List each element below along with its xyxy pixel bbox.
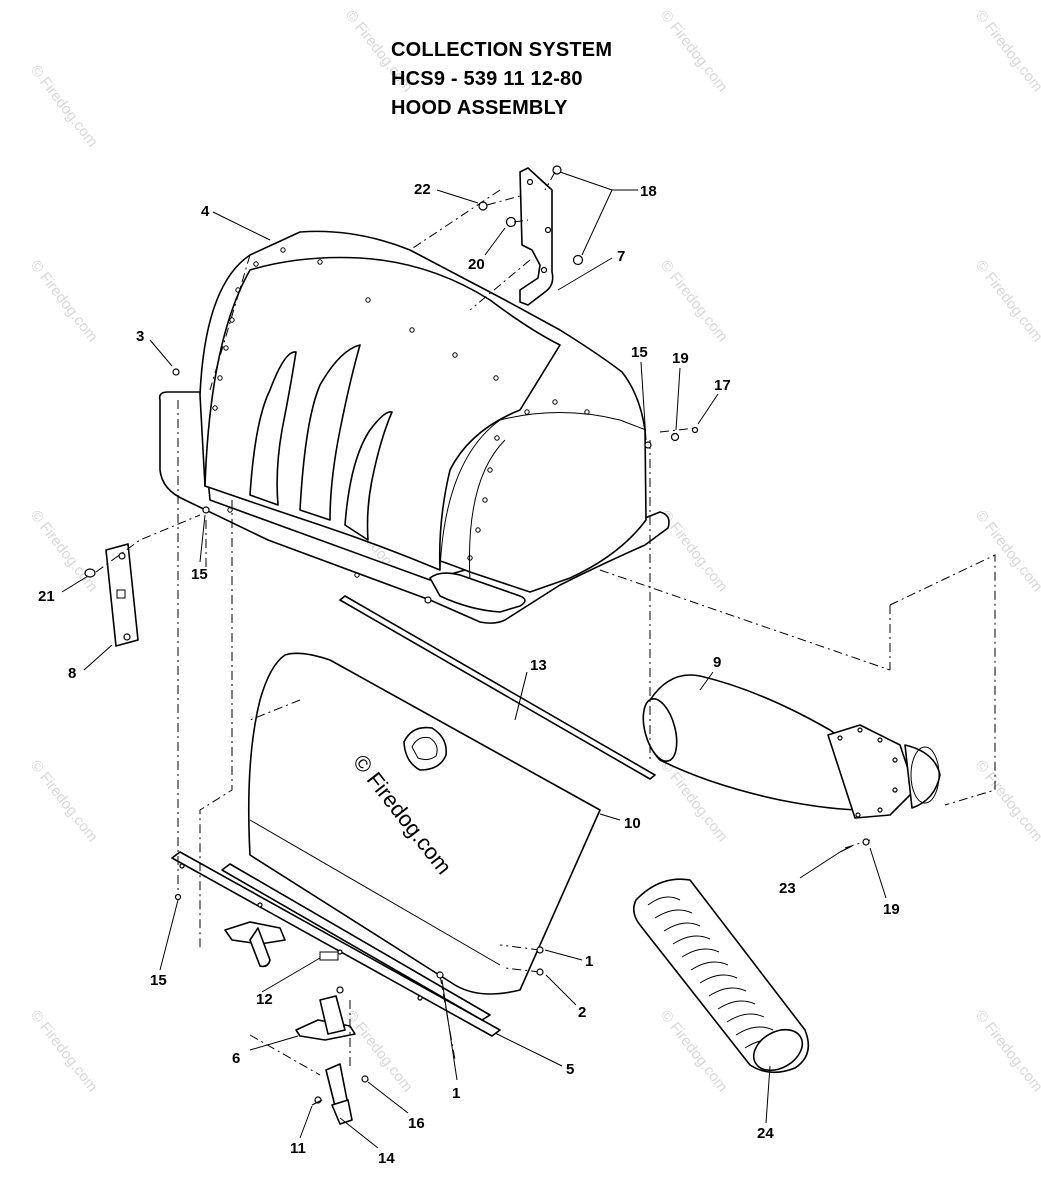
bracket-part-6 <box>295 986 356 1041</box>
title-line-1: COLLECTION SYSTEM <box>391 39 613 61</box>
watermark: © Firedog.com <box>972 257 1041 345</box>
diagram-title: COLLECTION SYSTEM HCS9 - 539 11 12-80 HO… <box>391 36 612 123</box>
small-hardware <box>172 368 870 1106</box>
strip-part-13 <box>339 595 656 780</box>
hose-part-24 <box>632 878 810 1074</box>
watermark: © Firedog.com <box>27 757 101 845</box>
watermark: © Firedog.com <box>657 7 731 95</box>
callout-19: 19 <box>672 350 689 367</box>
watermark: © Firedog.com <box>27 257 101 345</box>
callout-15: 15 <box>631 344 648 361</box>
callout-10: 10 <box>624 815 641 832</box>
callout-23: 23 <box>779 880 796 897</box>
callout-labels: 4 22 20 18 7 3 15 19 17 21 15 8 13 9 10 … <box>38 181 900 1167</box>
callout-6: 6 <box>232 1050 240 1067</box>
callout-15: 15 <box>191 566 208 583</box>
callout-20: 20 <box>468 256 485 273</box>
rail-part-5 <box>171 851 501 1037</box>
callout-21: 21 <box>38 588 55 605</box>
latch-part-14 <box>314 1063 369 1125</box>
bracket-part-7 <box>469 167 554 311</box>
callout-2: 2 <box>578 1004 586 1021</box>
callout-8: 8 <box>68 665 76 682</box>
watermark: © Firedog.com <box>27 1007 101 1095</box>
callout-5: 5 <box>566 1061 574 1078</box>
latch-part-12 <box>224 921 339 968</box>
watermark: © Firedog.com <box>972 1007 1041 1095</box>
chute-part-9 <box>599 554 996 819</box>
watermark: © Firedog.com <box>972 7 1041 95</box>
watermark: © Firedog.com <box>972 507 1041 595</box>
callout-9: 9 <box>713 654 721 671</box>
leader-lines <box>61 171 887 1149</box>
callout-4: 4 <box>201 203 210 220</box>
callout-19: 19 <box>883 901 900 918</box>
watermark: © Firedog.com <box>27 62 101 150</box>
callout-12: 12 <box>256 991 273 1008</box>
hardware-18-20-22 <box>478 165 584 266</box>
hood-part-4 <box>158 230 670 624</box>
callout-1: 1 <box>585 953 593 970</box>
callout-13: 13 <box>530 657 547 674</box>
callout-24: 24 <box>757 1125 774 1142</box>
watermark: © Firedog.com <box>342 1007 416 1095</box>
collector-part-10 <box>247 652 601 995</box>
plate-part-8 <box>84 514 201 647</box>
callout-3: 3 <box>136 328 144 345</box>
callout-22: 22 <box>414 181 431 198</box>
callout-17: 17 <box>714 377 731 394</box>
hood-rivets <box>212 247 590 578</box>
callout-1: 1 <box>452 1085 460 1102</box>
watermark: © Firedog.com <box>972 757 1041 845</box>
callout-7: 7 <box>617 248 625 265</box>
callout-16: 16 <box>408 1115 425 1132</box>
title-line-2: HCS9 - 539 11 12-80 <box>391 68 583 90</box>
title-line-3: HOOD ASSEMBLY <box>391 97 568 119</box>
watermark: © Firedog.com <box>657 257 731 345</box>
watermark: © Firedog.com <box>27 507 101 595</box>
callout-14: 14 <box>378 1150 395 1167</box>
callout-15: 15 <box>150 972 167 989</box>
callout-18: 18 <box>640 183 657 200</box>
callout-11: 11 <box>290 1140 306 1157</box>
